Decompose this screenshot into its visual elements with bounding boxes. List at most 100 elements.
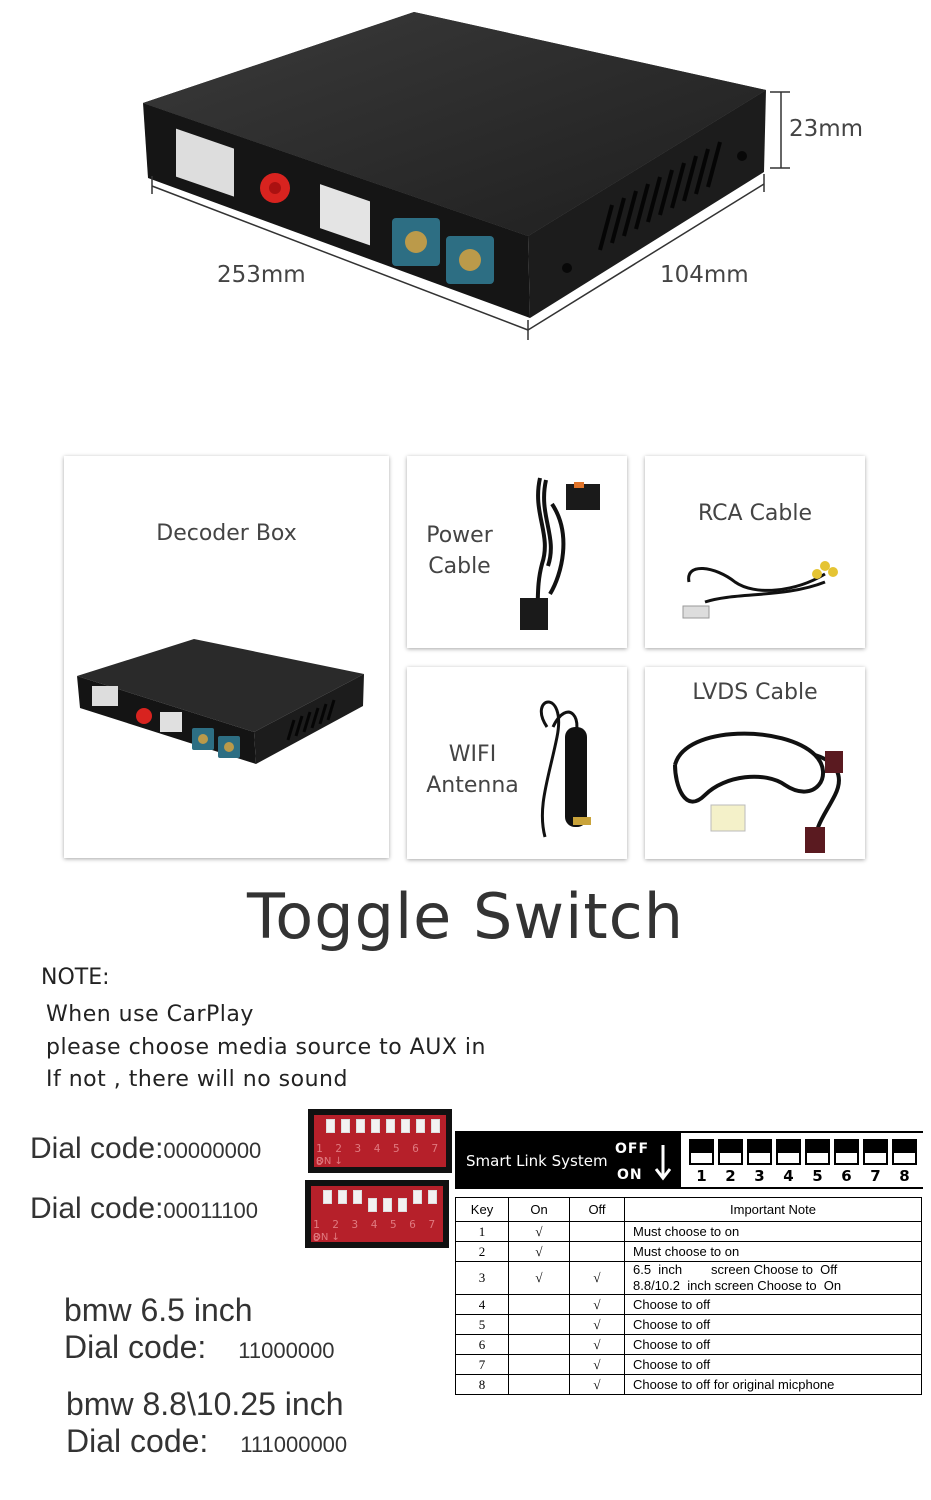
switch-2 [718, 1139, 743, 1165]
switch-8 [892, 1139, 917, 1165]
cell-off: √ [569, 1374, 625, 1395]
table-row: 8 √ Choose to off for original micphone [455, 1374, 922, 1395]
dip1-numbers: 1 2 3 4 5 6 7 8 [316, 1142, 442, 1168]
cell-on [508, 1334, 570, 1355]
dip1-key-3 [356, 1119, 365, 1133]
cell-key: 7 [455, 1354, 509, 1375]
dip2-key-1 [323, 1190, 332, 1204]
cell-off [569, 1221, 625, 1242]
width-dimension: 104mm [660, 262, 749, 288]
cell-note: 6.5 inch screen Choose to Off 8.8/10.2 i… [624, 1261, 922, 1295]
length-dimension: 253mm [217, 262, 306, 288]
cell-off: √ [569, 1261, 625, 1295]
bmw-8-8-model: bmw 8.8\10.25 inch [66, 1386, 344, 1422]
wifi-antenna-label-line2: Antenna [426, 773, 519, 798]
note-line-1: When use CarPlay [46, 1002, 254, 1027]
rca-cable-image [682, 561, 838, 619]
dip1-key-6 [401, 1119, 410, 1133]
switch-number-1: 1 [696, 1167, 707, 1185]
dial-code-2: Dial code:00011100 [30, 1192, 258, 1226]
smart-link-title: Smart Link System [466, 1152, 608, 1170]
cell-on [508, 1294, 570, 1315]
note-line-2: please choose media source to AUX in [46, 1035, 486, 1060]
bmw-6-5-model: bmw 6.5 inch [64, 1292, 253, 1328]
switch-number-7: 7 [870, 1167, 881, 1185]
header-on: On [508, 1197, 570, 1222]
dial-code-2-prefix: Dial code: [30, 1192, 164, 1225]
power-cable-label: Power Cable [417, 520, 502, 582]
dip1-key-5 [386, 1119, 395, 1133]
cell-on [508, 1354, 570, 1375]
table-header-row: Key On Off Important Note [455, 1197, 922, 1222]
dip2-key-8 [428, 1190, 437, 1204]
note-line-3: If not , there will no sound [46, 1067, 348, 1092]
height-dimension: 23mm [789, 116, 864, 142]
dip2-on-label: ON ↓ [313, 1232, 340, 1243]
bmw-6-5-prefix: Dial code: [64, 1329, 207, 1365]
power-cable-label-line2: Cable [428, 554, 491, 579]
wifi-antenna-label: WIFI Antenna [415, 739, 530, 801]
table-row: 6 √ Choose to off [455, 1334, 922, 1355]
arrow-down-icon [655, 1145, 671, 1181]
cell-key: 6 [455, 1334, 509, 1355]
table-row: 5 √ Choose to off [455, 1314, 922, 1335]
cell-on [508, 1374, 570, 1395]
cell-key: 4 [455, 1294, 509, 1315]
switch-number-5: 5 [812, 1167, 823, 1185]
dip2-key-5 [383, 1198, 392, 1212]
cell-off [569, 1241, 625, 1262]
cell-on: √ [508, 1221, 570, 1242]
cell-key: 8 [455, 1374, 509, 1395]
cell-on [508, 1314, 570, 1335]
dip1-key-8 [431, 1119, 440, 1133]
dip2-key-6 [398, 1198, 407, 1212]
dip-switch-2: 1 2 3 4 5 6 7 8 ON ↓ [305, 1180, 449, 1248]
lvds-cable-label: LVDS Cable [692, 680, 818, 705]
smart-link-system-bar: Smart Link System OFF ON 1 2 3 4 5 6 7 8 [455, 1131, 925, 1189]
switch-6 [834, 1139, 859, 1165]
switch-number-2: 2 [725, 1167, 736, 1185]
rca-cable-label: RCA Cable [697, 501, 813, 526]
dip2-key-3 [353, 1190, 362, 1204]
tile-lvds-cable: LVDS Cable [645, 667, 865, 859]
switch-7 [863, 1139, 888, 1165]
power-cable-image [520, 477, 600, 630]
decoder-box-thumbnail [77, 639, 364, 764]
smart-link-off-label: OFF [615, 1141, 650, 1157]
cell-off: √ [569, 1294, 625, 1315]
decoder-box-label: Decoder Box [156, 521, 297, 546]
cell-on: √ [508, 1241, 570, 1262]
wifi-antenna-image [539, 700, 591, 838]
bmw-8-8-block: bmw 8.8\10.25 inch Dial code:111000000 [66, 1386, 347, 1460]
switch-1 [689, 1139, 714, 1165]
dip2-key-2 [338, 1190, 347, 1204]
cell-key: 5 [455, 1314, 509, 1335]
note-title: NOTE: [41, 965, 110, 990]
tile-rca-cable: RCA Cable [645, 456, 865, 648]
cell-note-line-2: 8.8/10.2 inch screen Choose to On [633, 1278, 842, 1293]
cell-note: Must choose to on [624, 1241, 922, 1262]
dip-switch-1: 1 2 3 4 5 6 7 8 ON ↓ [308, 1109, 452, 1173]
header-key: Key [455, 1197, 509, 1222]
switch-3 [747, 1139, 772, 1165]
dip2-numbers: 1 2 3 4 5 6 7 8 [313, 1218, 439, 1244]
cell-note-line-1: 6.5 inch screen Choose to Off [633, 1262, 838, 1277]
cell-off: √ [569, 1314, 625, 1335]
smart-link-on-label: ON [617, 1167, 643, 1183]
decoder-box-photo [143, 12, 790, 340]
bmw-6-5-code: 11000000 [238, 1338, 335, 1363]
table-row: 7 √ Choose to off [455, 1354, 922, 1375]
switch-number-4: 4 [783, 1167, 794, 1185]
cell-note: Choose to off for original micphone [624, 1374, 922, 1395]
dial-code-1-value: 00000000 [163, 1138, 262, 1163]
cell-key: 3 [455, 1261, 509, 1295]
switch-4 [776, 1139, 801, 1165]
cell-key: 2 [455, 1241, 509, 1262]
cell-note: Choose to off [624, 1294, 922, 1315]
bmw-8-8-code: 111000000 [240, 1432, 348, 1457]
cell-note: Choose to off [624, 1314, 922, 1335]
bmw-6-5-block: bmw 6.5 inch Dial code: 11000000 [64, 1292, 335, 1366]
cell-note: Must choose to on [624, 1221, 922, 1242]
header-off: Off [569, 1197, 625, 1222]
table-row: 3 √ √ 6.5 inch screen Choose to Off 8.8/… [455, 1261, 922, 1295]
